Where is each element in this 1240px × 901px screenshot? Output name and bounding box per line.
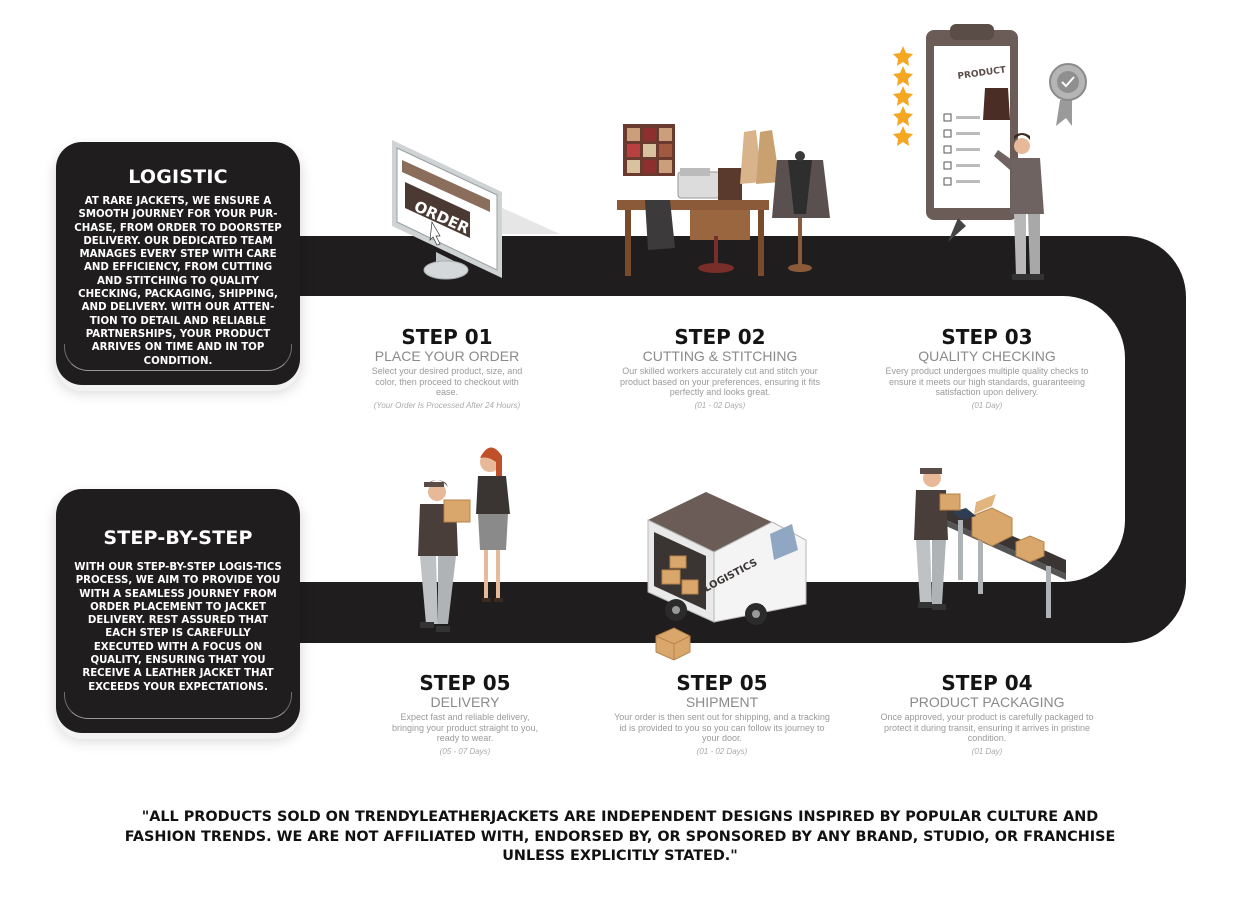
step-description: Our skilled workers accurately cut and s…: [619, 366, 821, 397]
rating-stars-icon: [893, 46, 913, 146]
logistic-panel: LOGISTIC AT RARE JACKETS, WE ENSURE A SM…: [56, 142, 300, 385]
tailor-workshop-illustration: [617, 124, 830, 276]
step-number: STEP 02: [674, 325, 766, 349]
step-note: (01 - 02 Days): [694, 400, 746, 410]
step-note: (01 Day): [971, 400, 1003, 410]
logistic-panel-title: LOGISTIC: [128, 166, 228, 188]
step-description: Your order is then sent out for shipping…: [614, 712, 830, 743]
step-name: SHIPMENT: [685, 694, 759, 710]
delivery-handover-illustration: [418, 447, 510, 632]
step-delivery-caption: STEP 05 DELIVERY Expect fast and reliabl…: [350, 672, 580, 756]
step-description: Every product undergoes multiple quality…: [885, 366, 1089, 397]
step-note: (05 - 07 Days): [439, 746, 491, 756]
road-surface: [300, 236, 1186, 643]
order-monitor-illustration: ORDER: [392, 140, 560, 280]
step-note: (01 Day): [971, 746, 1003, 756]
step-02-caption: STEP 02 CUTTING & STITCHING Our skilled …: [605, 326, 835, 410]
step-name: DELIVERY: [430, 694, 500, 710]
step-description: Expect fast and reliable delivery, bring…: [391, 712, 539, 743]
step-name: QUALITY CHECKING: [918, 348, 1056, 364]
step-name: CUTTING & STITCHING: [642, 348, 798, 364]
step-number: STEP 05: [676, 671, 768, 695]
step-note: (01 - 02 Days): [696, 746, 748, 756]
quality-badge-icon: [1049, 63, 1087, 126]
step-01-caption: STEP 01 PLACE YOUR ORDER Select your des…: [332, 326, 562, 410]
logistics-truck-illustration: LOGISTICS: [647, 492, 807, 661]
step-name: PLACE YOUR ORDER: [374, 348, 520, 364]
inspector-person-illustration: [994, 133, 1044, 280]
step-description: Once approved, your product is carefully…: [880, 712, 1094, 743]
step-number: STEP 05: [419, 671, 511, 695]
step-by-step-panel: STEP-BY-STEP WITH OUR STEP-BY-STEP LOGIS…: [56, 489, 300, 733]
step-shipment-caption: STEP 05 SHIPMENT Your order is then sent…: [607, 672, 837, 756]
step-by-step-panel-title: STEP-BY-STEP: [103, 527, 253, 549]
logistic-panel-body: AT RARE JACKETS, WE ENSURE A SMOOTH JOUR…: [74, 196, 282, 367]
step-note: (Your Order Is Processed After 24 Hours): [373, 400, 521, 410]
disclaimer-text: "ALL PRODUCTS SOLD ON TRENDYLEATHERJACKE…: [124, 809, 1116, 864]
quality-check-illustration: PRODUCT: [893, 24, 1087, 280]
step-description: Select your desired product, size, and c…: [371, 366, 523, 397]
step-03-caption: STEP 03 QUALITY CHECKING Every product u…: [872, 326, 1102, 410]
packaging-conveyor-illustration: [914, 468, 1066, 618]
step-by-step-panel-body: WITH OUR STEP-BY-STEP LOGIS-TICS PROCESS…: [74, 562, 282, 693]
step-number: STEP 03: [941, 325, 1033, 349]
step-number: STEP 04: [941, 671, 1033, 695]
step-name: PRODUCT PACKAGING: [909, 694, 1065, 710]
step-04-caption: STEP 04 PRODUCT PACKAGING Once approved,…: [872, 672, 1102, 756]
step-number: STEP 01: [401, 325, 493, 349]
